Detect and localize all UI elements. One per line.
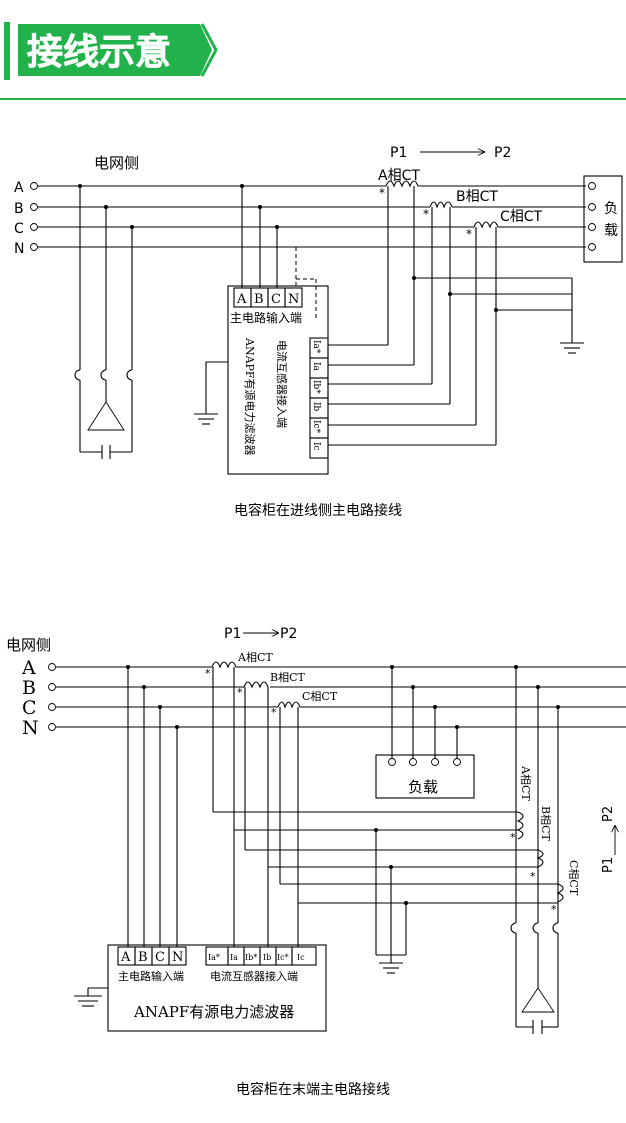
ct-terminal-ic: Ic: [311, 442, 321, 451]
vct-c-label: C相CT: [567, 860, 580, 896]
current-transformers: A相CT * B相CT * C相CT *: [205, 651, 338, 947]
flow-to-label: P2: [494, 145, 511, 161]
ct-terminal-ic-star: Ic*: [311, 420, 321, 434]
device-wiring: [126, 665, 558, 974]
ct-input-label: 电流互感器接入端: [275, 340, 289, 428]
phase-label-b: B: [14, 201, 24, 217]
diagram-inlet-side: 电网侧 A B C N P1 P2 A相CT *: [14, 145, 623, 519]
main-input-label: 主电路输入端: [230, 310, 302, 325]
vct-a-label: A相CT: [519, 765, 532, 801]
current-transformers: A相CT * B相CT * C相CT *: [378, 168, 543, 445]
diagram-2-caption: 电容柜在末端主电路接线: [236, 1081, 390, 1098]
load-label: 负载: [408, 778, 438, 796]
header-accent-bar: [4, 22, 10, 80]
apf-device-name: ANAPF有源电力滤波器: [133, 1003, 294, 1021]
ct-b-polarity: *: [237, 686, 243, 699]
vct-a-polarity: *: [510, 831, 516, 844]
ct-b-label: B相CT: [270, 671, 305, 684]
ct-a-label: A相CT: [237, 651, 273, 664]
flow-to-label: P2: [280, 626, 297, 642]
main-terminal-b: B: [138, 950, 148, 965]
vct-b-polarity: *: [530, 870, 536, 883]
ct-terminal-ia: Ia: [311, 362, 321, 372]
ct-terminal-ib: Ib: [263, 953, 271, 962]
flow-from-label: P1: [390, 145, 407, 161]
apf-device-name: ANAPF有源电力滤波器: [243, 337, 257, 456]
vct-b-label: B相CT: [539, 806, 552, 841]
apf-device: A B C N 主电路输入端 Ia* Ia Ib* Ib Ic* Ic 电流互感…: [74, 944, 327, 1032]
header-badge: [18, 24, 212, 76]
ct-terminal-ib-star: Ib*: [245, 953, 257, 962]
phase-label-c: C: [14, 221, 24, 237]
diagram-1-caption: 电容柜在进线侧主电路接线: [234, 502, 402, 519]
ct-terminal-ic: Ic: [297, 953, 305, 962]
side-flow-to-label: P2: [601, 806, 616, 822]
ct-terminal-ia: Ia: [230, 953, 238, 962]
header-chevron: [200, 23, 218, 77]
main-terminal-a: A: [236, 292, 247, 307]
ct-input-label: 电流互感器接入端: [210, 969, 298, 983]
ct-terminal-ia-star: Ia*: [311, 340, 321, 354]
apf-device: A B C N 主电路输入端 ANAPF有源电力滤波器 电流互感器接入端 Ia*…: [227, 285, 329, 475]
flow-direction: P1 P2: [390, 145, 511, 161]
main-terminal-a: A: [120, 950, 131, 965]
ct-c-label: C相CT: [302, 690, 338, 703]
capacitor-bank: [510, 922, 559, 1034]
ct-terminal-ic-star: Ic*: [277, 953, 289, 962]
phase-label-n: N: [22, 717, 39, 739]
ct-terminal-ib: Ib: [311, 402, 321, 412]
busbar-lines: [30, 182, 586, 251]
load-box: 负 载: [583, 175, 623, 263]
grid-side-label: 电网侧: [94, 154, 139, 172]
load-char-2: 载: [604, 223, 618, 239]
ct-c-polarity: *: [466, 227, 472, 241]
diagram-end-side: 电网侧 A B C N P1 P2 A相CT *: [6, 626, 626, 1098]
phase-label-a: A: [21, 657, 36, 679]
phase-label-b: B: [22, 677, 36, 699]
ct-b-polarity: *: [423, 207, 429, 221]
vertical-current-transformers: A相CT B相CT C相CT * * * P1 P2: [510, 665, 616, 923]
grid-side-label: 电网侧: [6, 636, 51, 654]
phase-label-a: A: [14, 180, 24, 196]
vct-c-polarity: *: [551, 903, 557, 916]
main-terminal-n: N: [172, 950, 183, 965]
main-input-label: 主电路输入端: [118, 969, 184, 983]
main-terminal-b: B: [254, 292, 264, 307]
ct-b-label: B相CT: [456, 189, 498, 205]
section-header: 接线示意: [0, 22, 626, 100]
main-terminal-n: N: [288, 292, 299, 307]
phase-label-n: N: [14, 241, 24, 257]
busbar-lines: [48, 663, 626, 731]
device-wiring: [194, 184, 584, 446]
ct-c-label: C相CT: [500, 209, 543, 225]
ct-terminal-ib-star: Ib*: [311, 380, 321, 394]
flow-from-label: P1: [224, 626, 241, 642]
main-terminal-c: C: [271, 292, 281, 307]
ct-c-polarity: *: [271, 706, 277, 719]
flow-direction: P1 P2: [224, 626, 297, 642]
side-flow-from-label: P1: [601, 857, 616, 873]
phase-label-c: C: [22, 697, 37, 719]
ct-a-label: A相CT: [378, 168, 420, 184]
ct-a-polarity: *: [205, 667, 211, 680]
load-box: 负载: [375, 665, 475, 799]
ct-a-polarity: *: [379, 186, 385, 200]
capacitor-bank: [74, 184, 134, 459]
main-terminal-c: C: [155, 950, 165, 965]
load-char-1: 负: [604, 201, 618, 217]
header-title: 接线示意: [27, 32, 171, 73]
ct-terminal-ia-star: Ia*: [208, 953, 220, 962]
